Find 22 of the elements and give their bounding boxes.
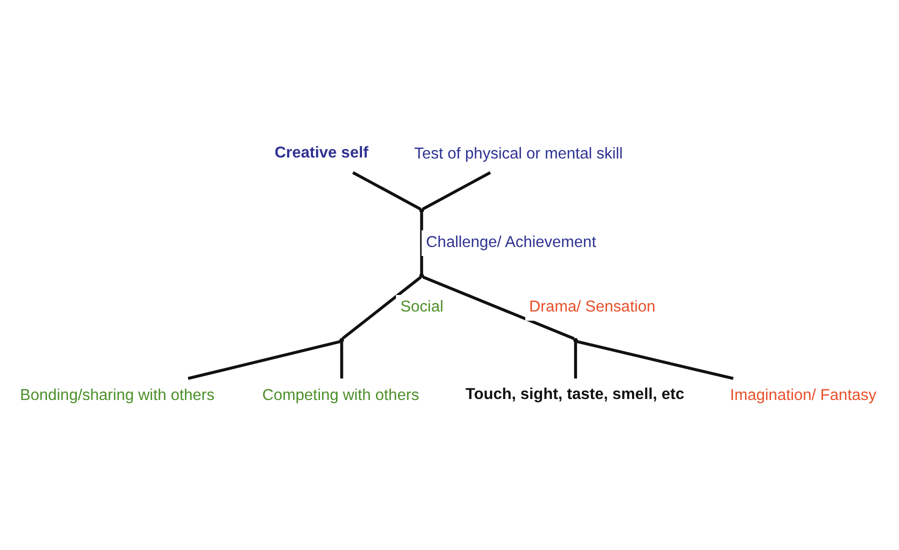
connector — [420, 212, 424, 274]
connector — [342, 276, 422, 340]
connector — [574, 342, 578, 378]
node-point — [573, 337, 578, 342]
node-text: Creative self — [274, 144, 368, 161]
node-point — [419, 272, 424, 278]
connector — [340, 342, 344, 378]
node-text: Touch, sight, taste, smell, etc — [466, 386, 684, 403]
connector — [352, 170, 422, 210]
node-text: Imagination/ Fantasy — [730, 386, 876, 404]
node-text: Bonding/sharing with others — [20, 386, 215, 404]
edge-label: Social — [400, 298, 444, 316]
node-point — [419, 208, 424, 213]
edge-label: Drama/ Sensation — [529, 298, 656, 316]
connector — [188, 340, 341, 380]
connector — [576, 340, 734, 380]
node-point — [339, 337, 344, 342]
edge-label: Challenge/ Achievement — [426, 233, 596, 250]
node-text: Test of physical or mental skill — [414, 144, 623, 162]
connector — [422, 275, 575, 340]
node-text: Competing with others — [262, 386, 420, 404]
connector — [422, 170, 492, 210]
